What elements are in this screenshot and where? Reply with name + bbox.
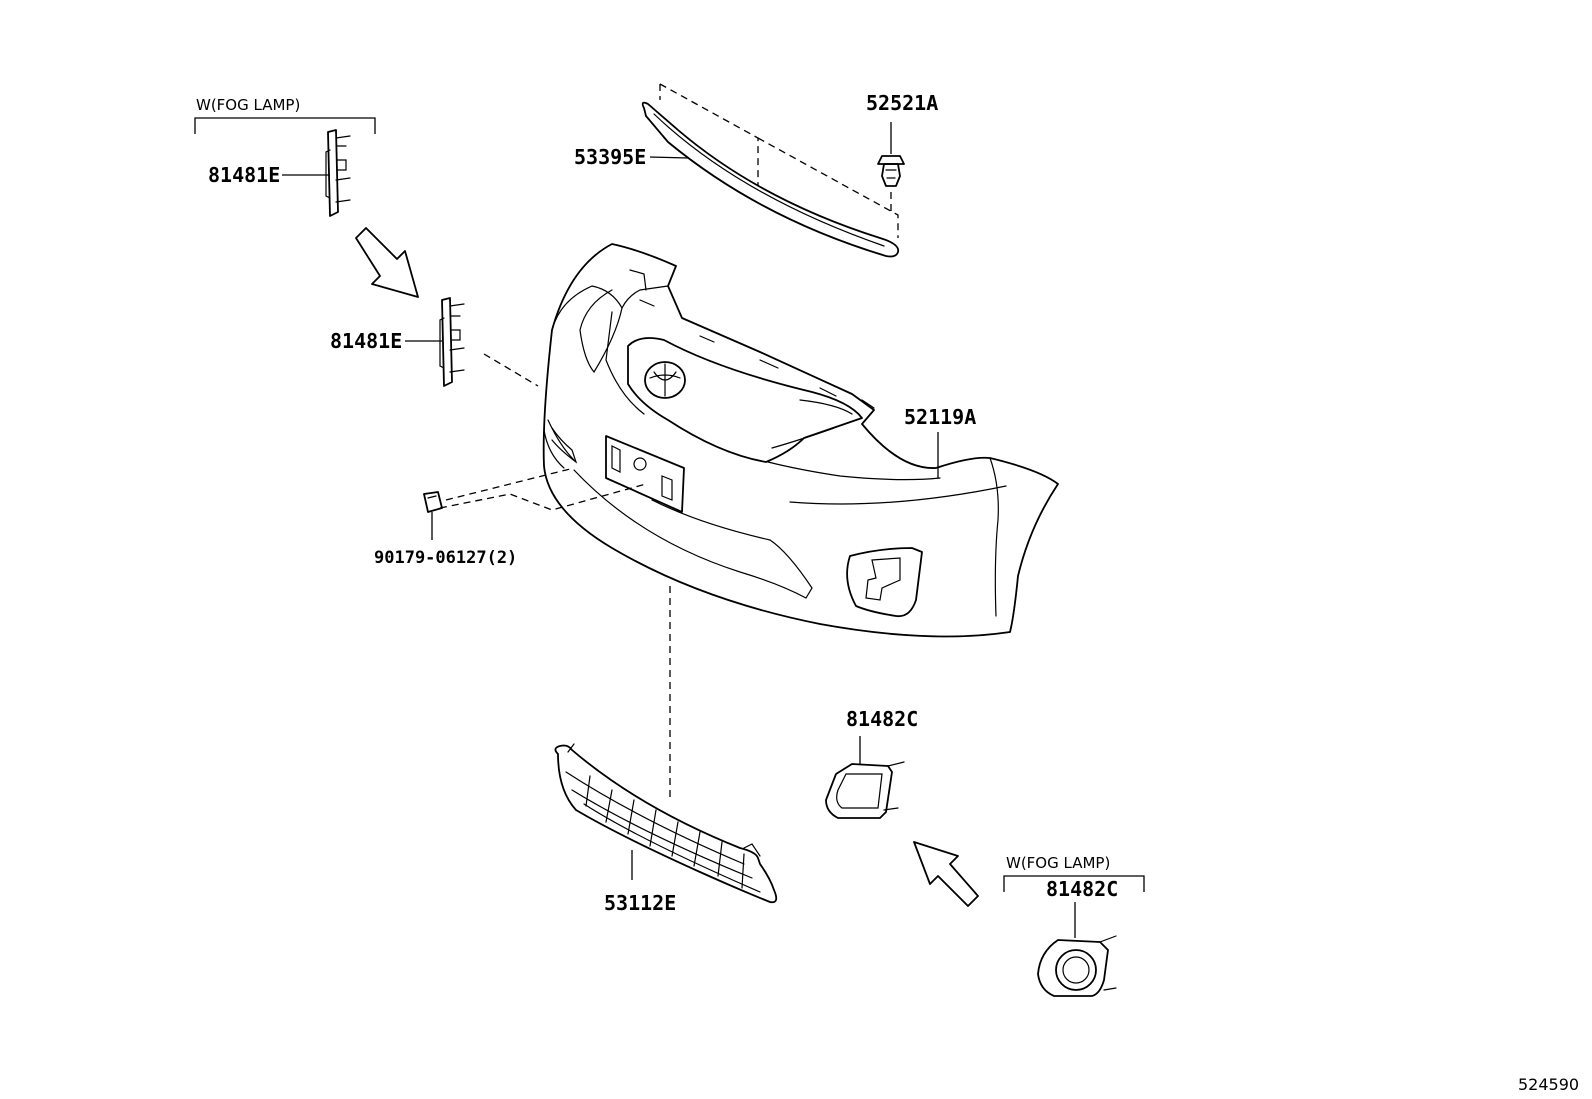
label-53112E: 53112E: [604, 891, 676, 915]
label-90179-06127: 90179-06127(2): [374, 548, 517, 568]
front-bumper-cover: [542, 243, 1059, 638]
fog-lamp-bracket-bottom: W(FOG LAMP): [1003, 854, 1145, 892]
arrow-icon: [913, 841, 979, 907]
fog-cover-retainer-top: [325, 129, 351, 217]
fog-cover-retainer-mid: [439, 297, 465, 387]
fog-lamp-cover-mid: [825, 761, 905, 819]
figure-number: 524590: [1518, 1075, 1579, 1094]
fog-lamp-bracket-top: W(FOG LAMP): [194, 96, 376, 134]
clip-nut: [423, 491, 443, 513]
label-81481E-top: 81481E: [208, 163, 280, 187]
label-81482C-bottom: 81482C: [1046, 877, 1118, 901]
fog-lamp-note-bottom: W(FOG LAMP): [1006, 854, 1110, 872]
label-81482C-mid: 81482C: [846, 707, 918, 731]
bumper-seal-strip: [641, 101, 900, 258]
clip-fastener: [877, 155, 905, 187]
fog-lamp-cover-with-ring: [1037, 935, 1117, 997]
label-81481E-mid: 81481E: [330, 329, 402, 353]
label-52119A: 52119A: [904, 405, 976, 429]
arrow-icon: [355, 227, 419, 298]
label-53395E: 53395E: [574, 145, 646, 169]
label-52521A: 52521A: [866, 91, 938, 115]
fog-lamp-note-top: W(FOG LAMP): [196, 96, 300, 114]
lower-radiator-grille: [554, 743, 778, 904]
